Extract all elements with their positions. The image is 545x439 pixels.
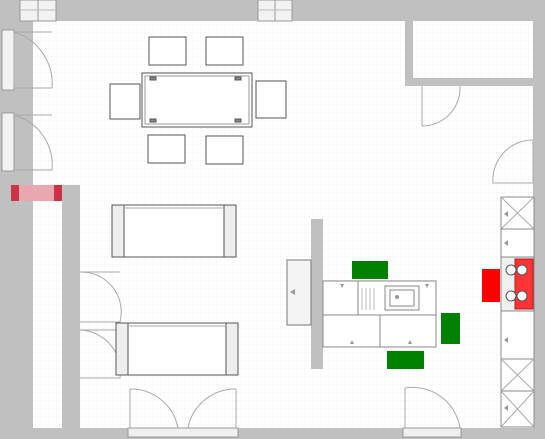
window-left-upper[interactable] bbox=[1, 29, 15, 91]
door-threshold-bottom-right bbox=[402, 427, 462, 438]
wall-upper-right-horizontal bbox=[405, 78, 533, 86]
cooktop-icon[interactable] bbox=[505, 258, 534, 310]
green-markers bbox=[352, 261, 460, 369]
marker-green-bottom[interactable] bbox=[387, 351, 424, 369]
wall-island-partition bbox=[311, 219, 323, 369]
window-red-selected[interactable] bbox=[11, 185, 62, 201]
door-upper-right-icon[interactable] bbox=[421, 85, 461, 127]
marker-red[interactable] bbox=[482, 269, 500, 302]
chair-icon[interactable] bbox=[147, 134, 186, 164]
door-bottom-left-a-icon[interactable] bbox=[129, 388, 179, 429]
bench-lower[interactable] bbox=[115, 322, 239, 376]
door-threshold-bottom-left bbox=[127, 427, 239, 438]
door-bottom-left-b-icon[interactable] bbox=[187, 388, 237, 429]
wall-left-partition bbox=[62, 185, 80, 428]
window-top-left[interactable] bbox=[19, 0, 57, 22]
window-top-center[interactable] bbox=[257, 0, 293, 22]
marker-green-top[interactable] bbox=[352, 261, 388, 279]
bench-upper[interactable] bbox=[111, 204, 237, 258]
chair-icon[interactable] bbox=[148, 36, 187, 66]
door-partition-upper-icon[interactable] bbox=[79, 271, 122, 323]
wall-upper-right-vertical bbox=[405, 21, 413, 86]
kitchen-counter-right[interactable] bbox=[500, 196, 535, 428]
chair-icon[interactable] bbox=[255, 80, 287, 119]
interior-walls bbox=[62, 21, 533, 428]
door-right-wall-icon[interactable] bbox=[492, 139, 534, 184]
chair-icon[interactable] bbox=[205, 135, 244, 165]
side-cabinet[interactable] bbox=[286, 259, 312, 326]
dining-table[interactable] bbox=[141, 72, 253, 128]
dining-set[interactable] bbox=[109, 36, 287, 165]
chair-icon[interactable] bbox=[205, 36, 244, 66]
window-left-lower[interactable] bbox=[1, 112, 15, 172]
sink-icon[interactable] bbox=[384, 285, 420, 311]
door-bottom-right-icon[interactable] bbox=[404, 386, 461, 429]
chair-icon[interactable] bbox=[109, 83, 141, 120]
kitchen-island[interactable] bbox=[322, 280, 437, 348]
door-left-lower-icon[interactable] bbox=[13, 114, 53, 171]
marker-green-right[interactable] bbox=[441, 313, 460, 344]
